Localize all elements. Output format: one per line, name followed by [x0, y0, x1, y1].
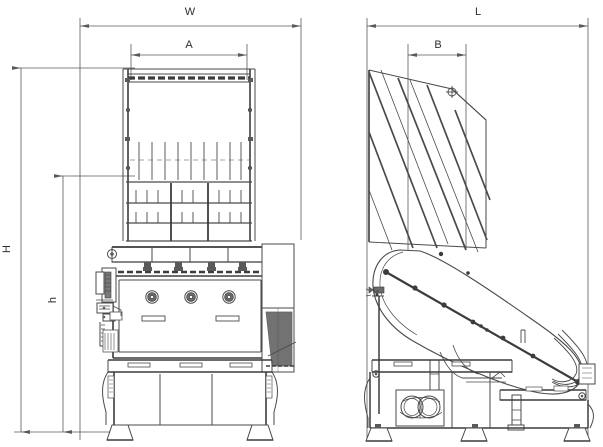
chamber-bolt-row — [118, 262, 262, 274]
belt-drive-guard — [551, 329, 596, 388]
discharge-chute-front — [261, 243, 297, 373]
motor-pulley-pair — [395, 389, 445, 427]
flange-bolt-circle — [184, 290, 198, 304]
dimension-label-h: H — [1, 245, 13, 253]
flange-bolt-circle — [145, 290, 159, 304]
side-view-geometry — [364, 69, 596, 442]
rotor-housing-teardrop — [365, 249, 596, 395]
hopper-rib-group — [130, 142, 249, 180]
dimension-label-b: B — [434, 39, 441, 51]
feed-hopper-front — [122, 68, 256, 241]
hopper-hatch-lines — [368, 71, 491, 251]
left-connector — [365, 286, 379, 297]
feed-hopper-side — [368, 69, 491, 253]
side-sensor — [372, 286, 385, 297]
upper-cross-beam — [371, 359, 513, 378]
left-drive-detail — [102, 305, 123, 353]
dimension-label-hh: h — [47, 297, 59, 303]
hopper-lower-band — [126, 181, 252, 242]
base-frame-side — [364, 372, 594, 442]
left-bearing-housing — [95, 267, 117, 347]
dimension-label-w: W — [185, 6, 196, 18]
flange-bolt-circle — [222, 290, 236, 304]
lower-right-beam — [499, 385, 587, 401]
dimension-label-a: A — [185, 39, 193, 51]
discharge-duct-side — [439, 344, 506, 383]
front-view-geometry — [95, 68, 297, 441]
cutting-chamber-front — [112, 275, 268, 359]
dimension-group-front — [12, 18, 302, 440]
base-frame-front — [102, 359, 278, 441]
dimension-label-l: L — [475, 6, 481, 18]
center-mark-icon — [446, 86, 458, 98]
chamber-top-plate — [107, 246, 273, 263]
hopper-hatch-thin — [368, 69, 479, 253]
